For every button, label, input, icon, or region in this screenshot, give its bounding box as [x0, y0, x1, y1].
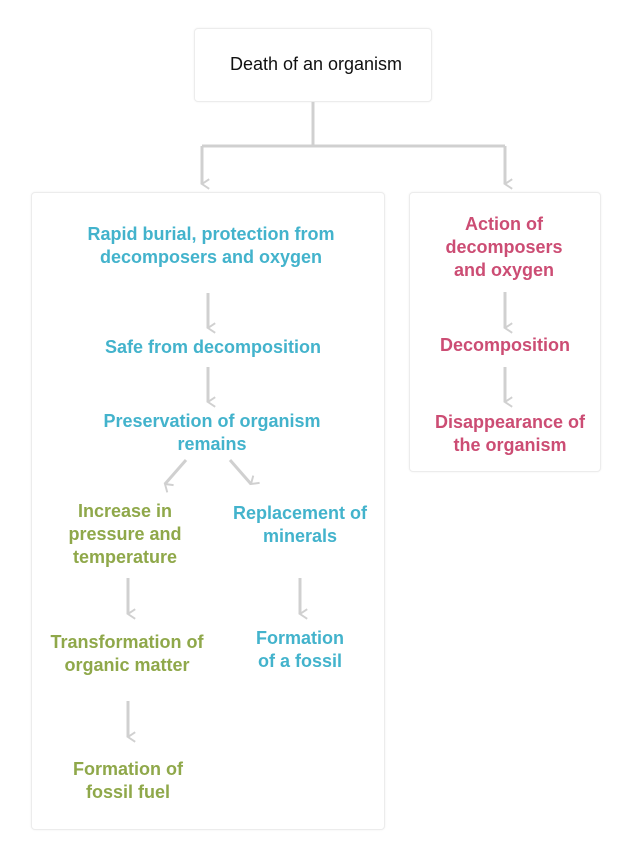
- node-decomposition: Decomposition: [439, 335, 571, 355]
- node-action-decomposers: Action of decomposers and oxygen: [445, 214, 563, 280]
- node-preservation: Preservation of organism remains: [103, 411, 321, 454]
- node-replacement-minerals: Replacement of minerals: [232, 503, 368, 546]
- node-formation-fossil-fuel: Formation of fossil fuel: [73, 759, 183, 802]
- node-disappearance: Disappearance of the organism: [434, 412, 586, 455]
- node-safe-from-decomposition: Safe from decomposition: [104, 337, 322, 357]
- node-formation-fossil: Formation of a fossil: [256, 628, 344, 671]
- root-node-box: [194, 28, 432, 102]
- node-rapid-burial: Rapid burial, protection from decomposer…: [87, 224, 335, 267]
- node-increase-pressure: Increase in pressure and temperature: [68, 501, 182, 567]
- node-transformation: Transformation of organic matter: [50, 632, 204, 675]
- root-node-label: Death of an organism: [229, 54, 403, 74]
